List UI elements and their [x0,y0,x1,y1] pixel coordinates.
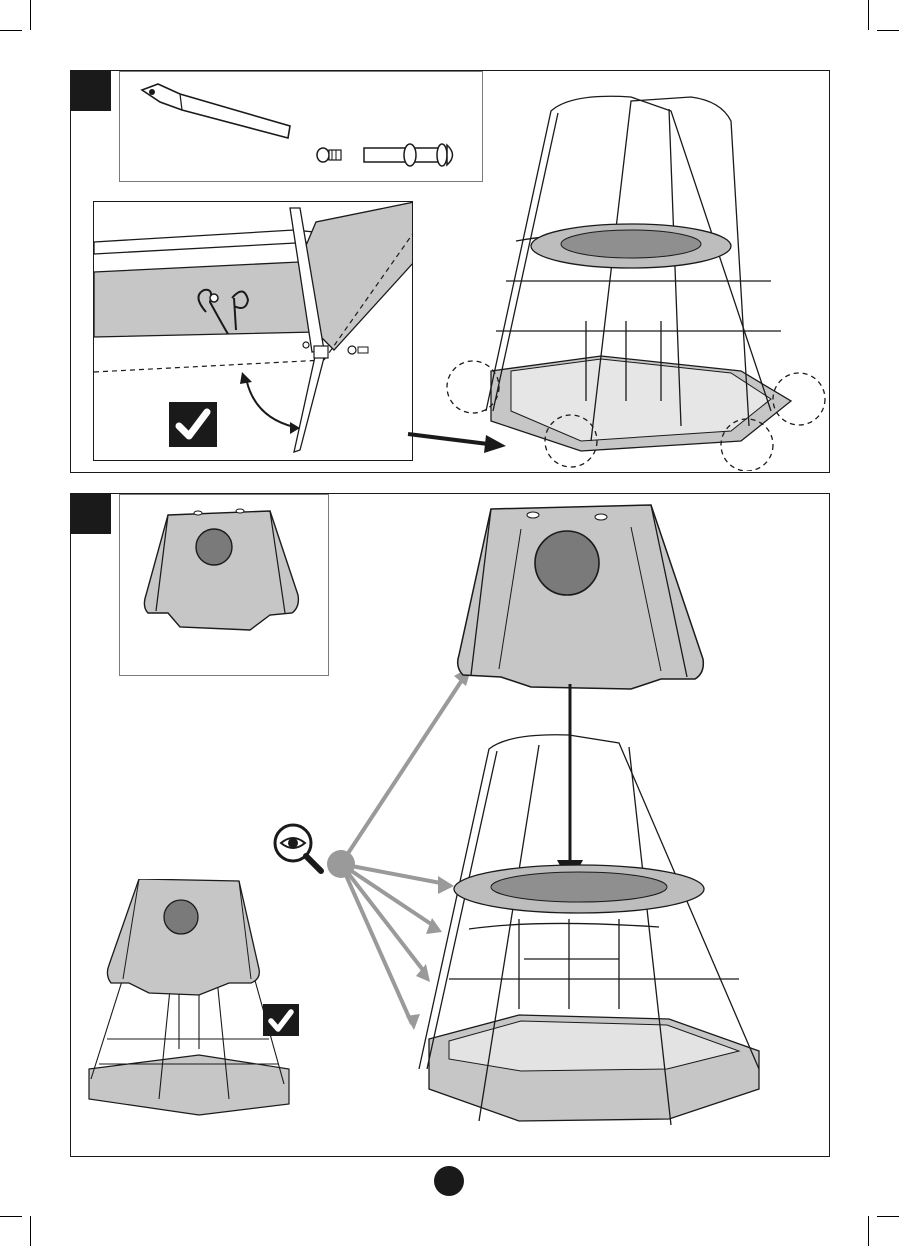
crop-mark [30,1216,31,1246]
step-panel-2 [70,493,830,1157]
climbing-dome-illustration [409,729,769,1149]
canopy-cover-illustration [451,499,711,694]
washer-nut-icon [317,148,341,162]
canopy-inset [119,494,329,676]
parts-illustration [120,72,483,182]
step-number-badge [71,71,111,111]
canopy-cover-illustration [120,495,329,676]
crop-mark [868,1216,869,1246]
crop-mark [877,30,899,31]
crop-mark [868,0,869,30]
magnifier-eye-icon [271,821,331,876]
detail-box [93,201,413,461]
parts-box [119,71,483,182]
crop-mark [30,0,31,30]
bolt-icon [364,144,453,166]
stake-icon [142,84,290,138]
climbing-dome-illustration [441,81,829,471]
crop-mark [0,30,22,31]
crop-mark [877,1216,899,1217]
stake-icon [294,342,368,452]
step-number-badge [71,494,111,534]
crop-mark [0,1216,22,1217]
page-number-badge [434,1166,464,1196]
frame-detail-illustration [94,202,413,461]
check-icon [263,1004,299,1036]
check-icon [169,402,217,447]
step-panel-1 [70,70,830,473]
